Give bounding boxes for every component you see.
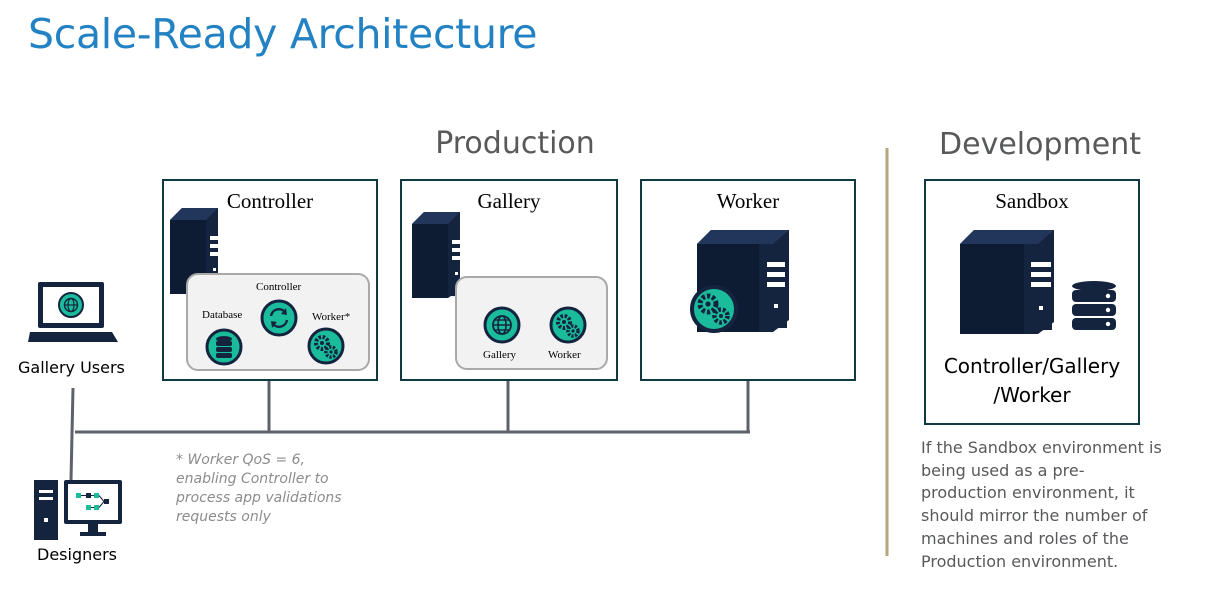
worker-box-label: Worker [716,189,780,213]
gears-icon [307,327,345,365]
controller-role-label: Controller [256,281,302,293]
sandbox-database-icon [1072,281,1116,330]
designers-label: Designers [37,545,117,564]
gallery-role-label: Gallery [483,349,516,361]
gallery-server-icon [412,212,461,298]
gears-icon [549,306,587,344]
worker-gears-icon [690,285,738,333]
gallery-worker-role-label: Worker [548,349,581,361]
controller-box-label: Controller [226,189,314,213]
sandbox-roles-label: Controller/Gallery /Worker [943,354,1121,407]
production-heading: Production [435,126,595,161]
sandbox-server-icon [960,230,1054,334]
clients-link-line [69,387,75,481]
database-icon [205,328,243,366]
gallery-box-label: Gallery [477,189,541,213]
sandbox-box-label: Sandbox [995,189,1069,213]
gallery-users-label: Gallery Users [18,358,125,377]
globe-icon [483,306,521,344]
page-title: Scale-Ready Architecture [28,10,538,58]
development-heading: Development [939,127,1141,162]
database-role-label: Database [202,309,243,321]
designer-workstation-icon [34,480,122,540]
sandbox-note: If the Sandbox environment is being used… [921,438,1162,571]
laptop-icon [28,282,118,342]
sync-icon [260,299,298,337]
worker-qos-note: * Worker QoS = 6, enabling Controller to… [176,452,342,525]
worker-role-label: Worker* [312,311,351,323]
